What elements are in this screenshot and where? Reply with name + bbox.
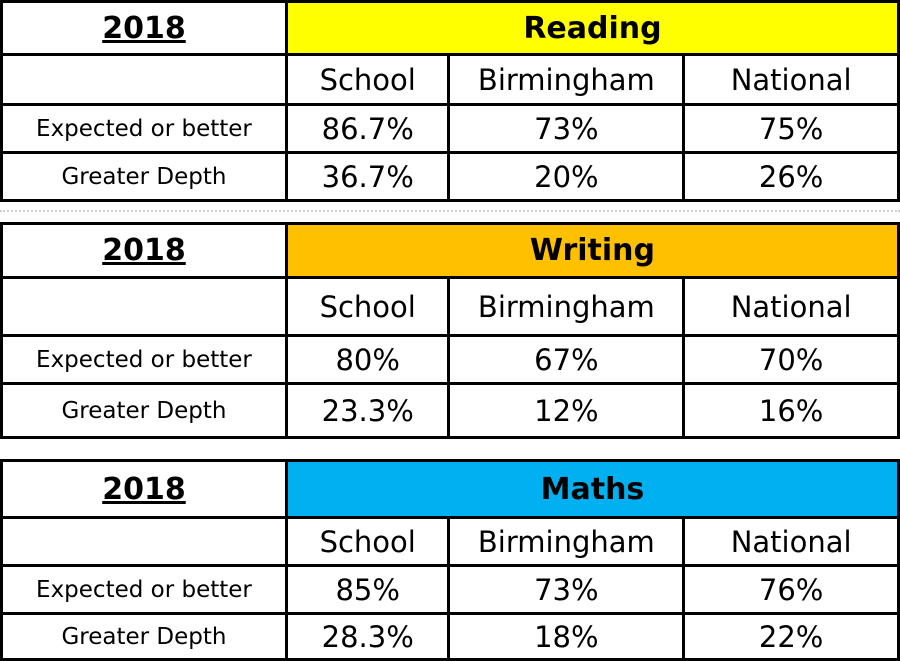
value-cell: 26% xyxy=(682,151,900,202)
row-label-expected: Expected or better xyxy=(0,334,288,385)
empty-corner-cell xyxy=(0,53,288,106)
maths-results-table: 2018 Maths School Birmingham National Ex… xyxy=(0,459,900,661)
column-header-school: School xyxy=(284,276,451,337)
value-cell: 16% xyxy=(682,382,900,439)
column-header-birmingham: Birmingham xyxy=(447,516,686,567)
table-separator xyxy=(0,210,900,216)
value-cell: 22% xyxy=(682,612,900,661)
empty-corner-cell xyxy=(0,516,288,567)
row-label-expected: Expected or better xyxy=(0,564,288,615)
year-label: 2018 xyxy=(102,10,186,46)
year-label: 2018 xyxy=(102,471,186,507)
value-cell: 28.3% xyxy=(284,612,451,661)
column-header-national: National xyxy=(682,276,900,337)
row-label-greater-depth: Greater Depth xyxy=(0,151,288,202)
column-header-national: National xyxy=(682,53,900,106)
table-row: Greater Depth 36.7% 20% 26% xyxy=(0,151,900,202)
table-row: Greater Depth 28.3% 18% 22% xyxy=(0,612,900,661)
value-cell: 75% xyxy=(682,103,900,154)
column-header-birmingham: Birmingham xyxy=(447,276,686,337)
value-cell: 80% xyxy=(284,334,451,385)
year-cell: 2018 xyxy=(0,222,288,279)
column-header-birmingham: Birmingham xyxy=(447,53,686,106)
reading-results-table: 2018 Reading School Birmingham National … xyxy=(0,0,900,202)
value-cell: 36.7% xyxy=(284,151,451,202)
value-cell: 70% xyxy=(682,334,900,385)
year-cell: 2018 xyxy=(0,459,288,519)
table-row: Expected or better 86.7% 73% 75% xyxy=(0,103,900,154)
subject-header-reading: Reading xyxy=(284,0,900,56)
writing-results-table: 2018 Writing School Birmingham National … xyxy=(0,222,900,439)
subject-header-writing: Writing xyxy=(284,222,900,279)
table-row: Expected or better 85% 73% 76% xyxy=(0,564,900,615)
table-row: Expected or better 80% 67% 70% xyxy=(0,334,900,385)
value-cell: 18% xyxy=(447,612,686,661)
value-cell: 23.3% xyxy=(284,382,451,439)
row-label-greater-depth: Greater Depth xyxy=(0,382,288,439)
value-cell: 20% xyxy=(447,151,686,202)
column-header-national: National xyxy=(682,516,900,567)
value-cell: 73% xyxy=(447,103,686,154)
table-row: Greater Depth 23.3% 12% 16% xyxy=(0,382,900,439)
value-cell: 86.7% xyxy=(284,103,451,154)
year-label: 2018 xyxy=(102,233,186,268)
column-header-school: School xyxy=(284,53,451,106)
value-cell: 67% xyxy=(447,334,686,385)
empty-corner-cell xyxy=(0,276,288,337)
value-cell: 85% xyxy=(284,564,451,615)
year-cell: 2018 xyxy=(0,0,288,56)
value-cell: 73% xyxy=(447,564,686,615)
subject-header-maths: Maths xyxy=(284,459,900,519)
value-cell: 76% xyxy=(682,564,900,615)
value-cell: 12% xyxy=(447,382,686,439)
column-header-school: School xyxy=(284,516,451,567)
row-label-greater-depth: Greater Depth xyxy=(0,612,288,661)
row-label-expected: Expected or better xyxy=(0,103,288,154)
